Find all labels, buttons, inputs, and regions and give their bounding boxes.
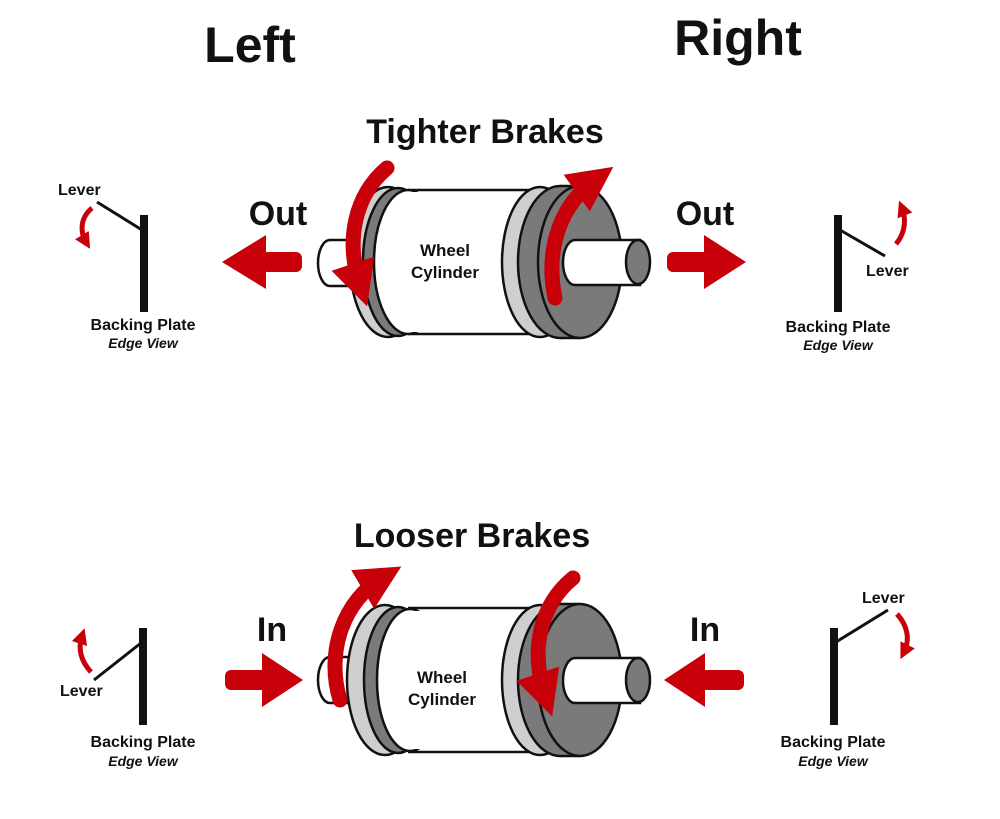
- cylinder-label-line1: Wheel: [420, 241, 470, 260]
- edge-view-label: Edge View: [798, 753, 869, 769]
- lever-rotation-arrow-icon: [75, 206, 94, 249]
- heading-right: Right: [674, 10, 802, 66]
- panel-tighter-brakes: Tighter Brakes Lever Backing Plate Edge …: [58, 113, 913, 353]
- direction-arrow-right-icon: [667, 235, 746, 289]
- lever-line: [96, 200, 143, 232]
- direction-label-right: In: [690, 611, 720, 649]
- backing-plate-label: Backing Plate: [91, 734, 196, 751]
- right-piston-rotation-arrow-icon: [516, 570, 581, 717]
- lever-label: Lever: [60, 683, 103, 700]
- direction-label-right: Out: [676, 195, 735, 233]
- left-backing-plate-group: Lever Backing Plate Edge View: [60, 628, 196, 769]
- panel-looser-brakes: Looser Brakes Lever Backing Plate Edge V…: [60, 517, 915, 769]
- edge-view-label: Edge View: [803, 337, 874, 353]
- direction-label-left: Out: [249, 195, 308, 233]
- cylinder-label-line2: Cylinder: [408, 690, 476, 709]
- left-backing-plate-group: Lever Backing Plate Edge View: [58, 182, 196, 351]
- backing-plate-edge: [139, 628, 147, 725]
- direction-arrow-left-icon: [222, 235, 302, 289]
- right-backing-plate-group: Lever Backing Plate Edge View: [781, 590, 915, 769]
- direction-arrow-right-icon: [664, 653, 744, 707]
- lever-line: [839, 228, 886, 258]
- cylinder-label-line2: Cylinder: [411, 263, 479, 282]
- panel-title: Tighter Brakes: [366, 113, 603, 151]
- backing-plate-edge: [834, 215, 842, 312]
- wheel-cylinder: Wheel Cylinder: [316, 602, 652, 758]
- edge-view-label: Edge View: [108, 335, 179, 351]
- heading-left: Left: [204, 17, 296, 73]
- lever-rotation-arrow-icon: [893, 200, 913, 246]
- cylinder-label-line1: Wheel: [417, 668, 467, 687]
- wheel-cylinder: Wheel Cylinder: [316, 184, 652, 340]
- right-piston-rotation-arrow-icon: [544, 166, 614, 306]
- lever-line: [835, 608, 889, 644]
- edge-view-label: Edge View: [108, 753, 179, 769]
- lever-label: Lever: [866, 263, 909, 280]
- lever-label: Lever: [58, 182, 101, 199]
- direction-arrow-left-icon: [225, 653, 303, 707]
- left-piston-rotation-arrow-icon: [327, 566, 402, 708]
- backing-plate-edge: [140, 215, 148, 312]
- lever-rotation-arrow-icon: [895, 612, 915, 660]
- backing-plate-label: Backing Plate: [91, 317, 196, 334]
- backing-plate-label: Backing Plate: [781, 734, 886, 751]
- right-backing-plate-group: Lever Backing Plate Edge View: [786, 200, 913, 353]
- panel-title: Looser Brakes: [354, 517, 590, 555]
- lever-line: [93, 641, 142, 682]
- direction-label-left: In: [257, 611, 287, 649]
- lever-rotation-arrow-icon: [71, 628, 93, 674]
- left-piston-rotation-arrow-icon: [331, 160, 395, 307]
- lever-label: Lever: [862, 590, 905, 607]
- backing-plate-edge: [830, 628, 838, 725]
- backing-plate-label: Backing Plate: [786, 319, 891, 336]
